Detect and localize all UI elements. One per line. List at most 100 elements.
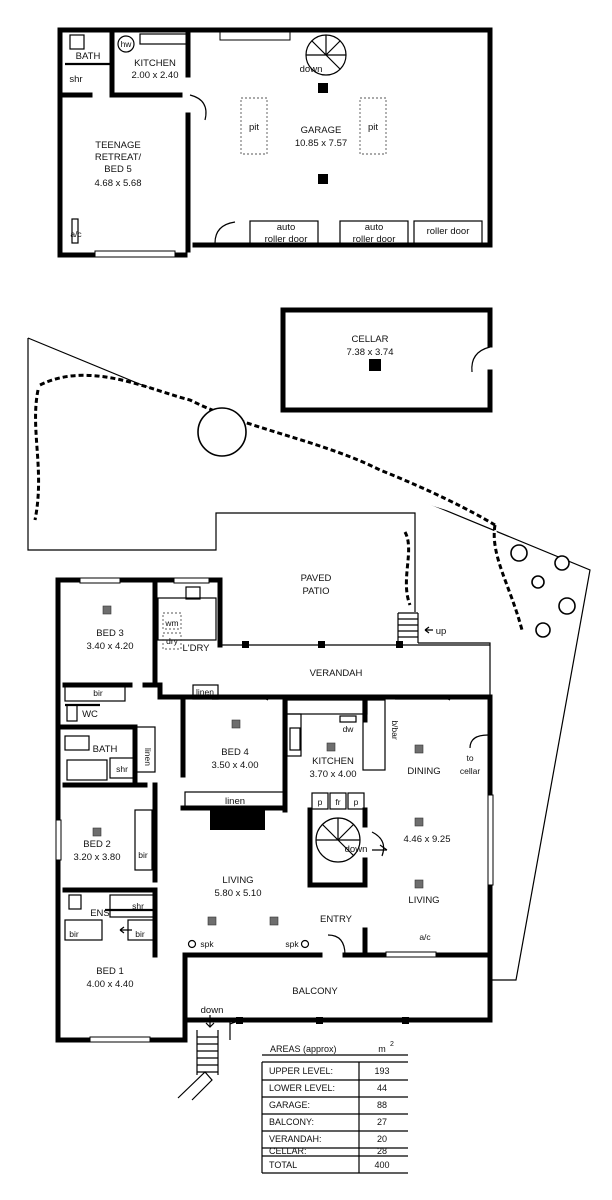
label-wm: wm xyxy=(164,618,178,628)
label-shr-ens: shr xyxy=(132,901,144,911)
areas-total-label: TOTAL xyxy=(269,1160,297,1170)
label-linen-bath: linen xyxy=(143,748,153,766)
label-kitchen-upper-size: 2.00 x 2.40 xyxy=(131,70,178,81)
dryer-space xyxy=(162,632,182,650)
downlight-icon xyxy=(414,879,424,889)
areas-row-label: CELLAR: xyxy=(269,1146,307,1156)
label-kitchen-size: 3.70 x 4.00 xyxy=(309,769,356,780)
label-garage: GARAGE xyxy=(301,125,342,136)
hedge xyxy=(33,389,41,521)
window xyxy=(385,951,437,958)
downlight-icon xyxy=(414,744,424,754)
label-roller-2: roller door xyxy=(353,234,396,245)
label-bir-ens-left: bir xyxy=(69,929,79,939)
garage-pit xyxy=(359,97,387,155)
label-cellar: CELLAR xyxy=(352,334,389,345)
hedge xyxy=(492,524,524,631)
label-living-left: LIVING xyxy=(222,875,253,886)
label-living-left-size: 5.80 x 5.10 xyxy=(214,888,261,899)
label-bed4: BED 4 xyxy=(221,747,248,758)
downlight-icon xyxy=(92,827,102,837)
areas-row-label: LOWER LEVEL: xyxy=(269,1083,335,1093)
areas-row-label: VERANDAH: xyxy=(269,1134,322,1144)
label-cellar-lc: cellar xyxy=(460,766,480,776)
window xyxy=(55,819,62,861)
shrub-icon xyxy=(554,555,570,571)
auto-roller-door-2 xyxy=(339,220,409,246)
front-steps xyxy=(177,1015,219,1101)
label-bath-upper: BATH xyxy=(76,51,101,62)
areas-row-label: GARAGE: xyxy=(269,1100,310,1110)
areas-row-value: 28 xyxy=(377,1146,387,1156)
label-ac-upper: a/c xyxy=(70,229,82,239)
label-teenage-size: 4.68 x 5.68 xyxy=(94,178,141,189)
window xyxy=(487,794,494,886)
label-bath-lower: BATH xyxy=(93,744,118,755)
window xyxy=(89,1036,151,1043)
label-roller-3: roller door xyxy=(427,226,470,237)
shrub-icon xyxy=(558,597,576,615)
label-pantry-1: p xyxy=(318,797,323,807)
label-shr-upper: shr xyxy=(69,74,82,85)
garage-level xyxy=(57,27,493,258)
toilet-icon xyxy=(66,704,78,722)
window xyxy=(173,577,210,584)
window xyxy=(79,577,121,584)
label-dining-size: 4.46 x 9.25 xyxy=(403,834,450,845)
label-garage-size: 10.85 x 7.57 xyxy=(295,138,347,149)
label-bed3: BED 3 xyxy=(96,628,123,639)
downlight-icon xyxy=(102,605,112,615)
label-pantry-2: p xyxy=(354,797,359,807)
auto-roller-door-1 xyxy=(249,220,319,246)
label-ldry: L'DRY xyxy=(183,643,211,654)
garden xyxy=(27,337,591,981)
washing-machine-space xyxy=(162,612,182,630)
label-pit-left: pit xyxy=(249,122,259,133)
areas-total-value: 400 xyxy=(374,1160,389,1170)
label-spk-left: spk xyxy=(200,939,214,949)
label-dining: DINING xyxy=(407,766,440,777)
label-teenage-2: RETREAT/ xyxy=(95,152,142,163)
label-patio: PATIO xyxy=(302,586,329,597)
label-bir-bed3: bir xyxy=(93,688,103,698)
areas-row-label: BALCONY: xyxy=(269,1117,314,1127)
downlight-icon xyxy=(414,817,424,827)
label-down-balcony: down xyxy=(201,1005,224,1016)
upper-kitchen-bench xyxy=(139,33,189,45)
label-bed2-size: 3.20 x 3.80 xyxy=(73,852,120,863)
label-down-entry: down xyxy=(345,844,368,855)
label-bed4-size: 3.50 x 4.00 xyxy=(211,760,258,771)
label-ac: a/c xyxy=(419,932,431,942)
label-up: up xyxy=(436,626,447,637)
hot-water-unit xyxy=(117,35,135,53)
areas-unit: m xyxy=(378,1044,386,1054)
label-cellar-size: 7.38 x 3.74 xyxy=(346,347,393,358)
areas-row-value: 44 xyxy=(377,1083,387,1093)
label-linen-ldry: linen xyxy=(196,687,214,697)
areas-row-label: UPPER LEVEL: xyxy=(269,1066,333,1076)
toilet-icon xyxy=(69,34,85,50)
patio-steps xyxy=(397,612,491,697)
areas-header: AREAS (approx) xyxy=(270,1044,337,1054)
label-hw: hw xyxy=(121,39,133,49)
label-entry: ENTRY xyxy=(320,914,353,925)
tree-icon xyxy=(197,407,247,457)
downlight-icon xyxy=(269,916,279,926)
label-auto-1: auto xyxy=(277,222,296,233)
label-ens: ENS xyxy=(90,908,110,919)
label-paved: PAVED xyxy=(301,573,332,584)
label-teenage-3: BED 5 xyxy=(104,164,131,175)
label-living-right: LIVING xyxy=(408,895,439,906)
areas-row-value: 88 xyxy=(377,1100,387,1110)
fireplace xyxy=(210,810,265,830)
label-bir-bed2: bir xyxy=(138,850,148,860)
label-dw: dw xyxy=(343,724,355,734)
label-bed2: BED 2 xyxy=(83,839,110,850)
label-down-garage: down xyxy=(300,64,323,75)
downlight-icon xyxy=(326,742,336,752)
label-spk-right: spk xyxy=(285,939,299,949)
label-fridge: fr xyxy=(335,797,340,807)
label-bed1: BED 1 xyxy=(96,966,123,977)
label-bed3-size: 3.40 x 4.20 xyxy=(86,641,133,652)
cellar xyxy=(280,307,493,413)
